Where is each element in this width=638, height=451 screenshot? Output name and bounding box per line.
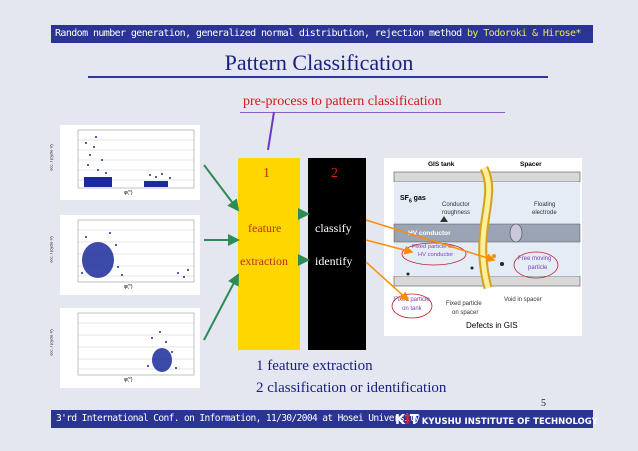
step-2-number: 2 bbox=[331, 166, 338, 181]
fixed-hv-label-1: Fixed particle on bbox=[412, 244, 455, 250]
preprocess-pointer bbox=[267, 111, 275, 151]
plot-1-xlabel: φ(°) bbox=[124, 190, 133, 196]
logo-i: I bbox=[405, 413, 410, 428]
plot-3-ylabel: occ. / (cycle·V) bbox=[48, 329, 54, 356]
logo-t: T bbox=[409, 413, 419, 428]
pattern-plot-3: occ. / (cycle·V) φ(°) bbox=[49, 308, 200, 388]
classify-identify-box bbox=[308, 158, 366, 350]
sf6-subscript: 6 bbox=[408, 198, 412, 205]
sf6-text: SF bbox=[400, 195, 409, 202]
header-banner: Random number generation, generalized no… bbox=[51, 25, 593, 43]
step-2-line1: classify bbox=[315, 221, 352, 235]
preprocess-label: pre-process to pattern classification bbox=[243, 94, 442, 109]
banner-topic: Random number generation, generalized no… bbox=[55, 28, 462, 39]
fixed-tank-label-1: Fixed particle bbox=[394, 297, 430, 303]
plot-2-ylabel: occ. / (cycle·V) bbox=[48, 236, 54, 263]
fixed-hv-label-2: HV conductor bbox=[418, 252, 454, 258]
pattern-plot-2: occ. / (cycle·V) φ(°) bbox=[49, 215, 200, 295]
title-underline bbox=[88, 76, 548, 78]
footer-bar bbox=[51, 410, 593, 428]
step-2-line2: identify bbox=[315, 254, 353, 268]
preprocess-underline bbox=[240, 112, 505, 113]
void-label: Void in spacer bbox=[504, 297, 542, 303]
step-1-line2: extraction bbox=[240, 254, 288, 268]
gis-tank-label: GIS tank bbox=[428, 161, 455, 168]
arrow-plot1 bbox=[203, 164, 240, 212]
plot-3-graphic bbox=[77, 312, 195, 376]
conductor-roughness-label-2: roughness bbox=[442, 210, 471, 216]
plot-2-graphic bbox=[77, 219, 195, 283]
fixed-tank-label-2: on tank bbox=[402, 306, 422, 312]
plot-1-ylabel: occ. / (cycle·V) bbox=[48, 144, 54, 171]
step-1-number: 1 bbox=[263, 166, 270, 181]
list-item-1: 1 feature extraction bbox=[256, 358, 373, 374]
free-moving-label-2: particle bbox=[528, 265, 548, 271]
fixed-spacer-label-1: Fixed particle bbox=[446, 301, 482, 307]
arrow-plot3 bbox=[203, 273, 239, 341]
step-1-line1: feature bbox=[248, 221, 282, 235]
conference-info: 3'rd International Conf. on Information,… bbox=[56, 413, 420, 424]
spacer-label: Spacer bbox=[520, 161, 542, 168]
plot-3-xlabel: φ(°) bbox=[124, 377, 133, 383]
gis-caption: Defects in GIS bbox=[466, 321, 518, 330]
page-number: 5 bbox=[541, 398, 546, 409]
list-item-2: 2 classification or identification bbox=[256, 380, 447, 396]
logo-university: KYUSHU INSTITUTE OF TECHNOLOGY bbox=[421, 417, 598, 427]
sf6-gas-label: SF6 gas bbox=[400, 195, 426, 204]
banner-authors: Todoroki & Hirose* bbox=[483, 28, 581, 39]
floating-electrode-label-1: Floating bbox=[534, 202, 556, 208]
gis-defects-diagram: GIS tank Spacer SF6 gas Conductor roughn… bbox=[384, 158, 582, 336]
sf6-suffix: gas bbox=[411, 195, 426, 202]
conductor-roughness-label-1: Conductor bbox=[442, 202, 470, 208]
slide-title: Pattern Classification bbox=[224, 50, 414, 75]
floating-electrode-label-2: electrode bbox=[532, 210, 557, 216]
logo-k: K bbox=[395, 413, 406, 428]
plot-1-graphic bbox=[77, 129, 195, 189]
fixed-spacer-label-2: on spacer bbox=[452, 310, 479, 316]
hv-conductor-label: HV conductor bbox=[408, 230, 451, 237]
banner-by: by bbox=[461, 28, 484, 39]
feature-extraction-box bbox=[238, 158, 300, 350]
plot-2-xlabel: φ(°) bbox=[124, 284, 133, 290]
free-moving-label-1: Free moving bbox=[518, 256, 552, 262]
pattern-plot-1: occ. / (cycle·V) φ(°) bbox=[49, 125, 200, 200]
